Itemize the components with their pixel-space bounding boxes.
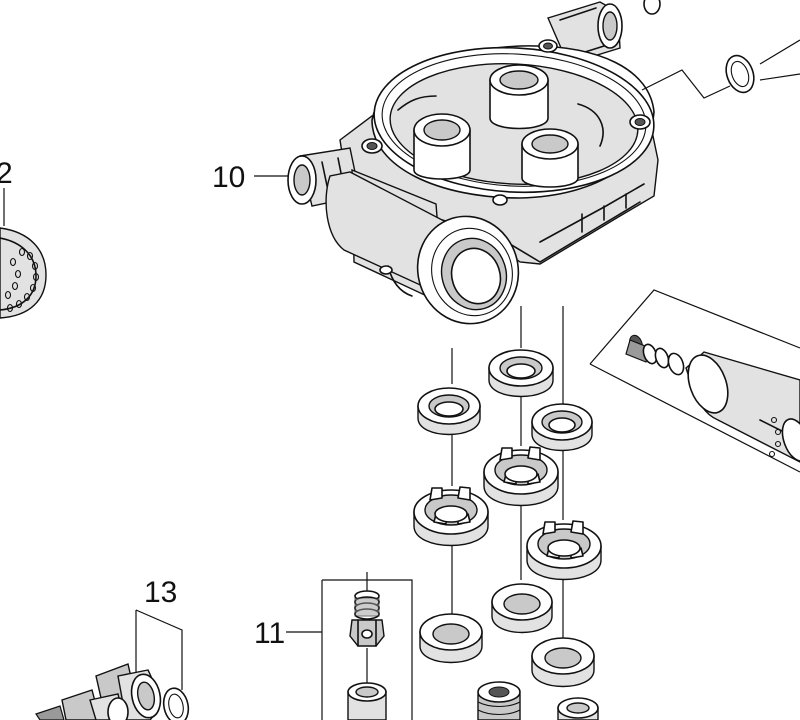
seal-ring-left-1 [417,387,481,436]
seal-castellated-left [413,486,489,547]
callout-label-13: 13 [144,576,177,609]
seal-ring-mid-1 [488,349,554,398]
callout-label-10: 10 [212,161,245,194]
callout-label-11: 11 [254,617,285,650]
seal-ring-right-2 [531,637,595,688]
seal-ring-mid-2 [491,583,553,634]
seal-castellated-right [526,520,602,581]
seal-ring-left-2 [419,613,483,664]
unloader-valve-assembly [589,289,800,473]
valve-spring-center [477,681,521,720]
valve-spring-11 [354,590,380,620]
callout-label-2: 2 [0,157,13,190]
part-11-valve-assembly [286,572,413,720]
top-right-o-ring [641,39,800,99]
seal-castellated-mid [483,446,559,507]
part-13-fitting-set [35,609,190,720]
seal-ring-right-1 [531,403,593,452]
part-2-cap [0,188,47,319]
valve-spring-right [557,697,599,720]
seal-stack [413,306,602,720]
part-10-manifold-housing [254,0,661,325]
